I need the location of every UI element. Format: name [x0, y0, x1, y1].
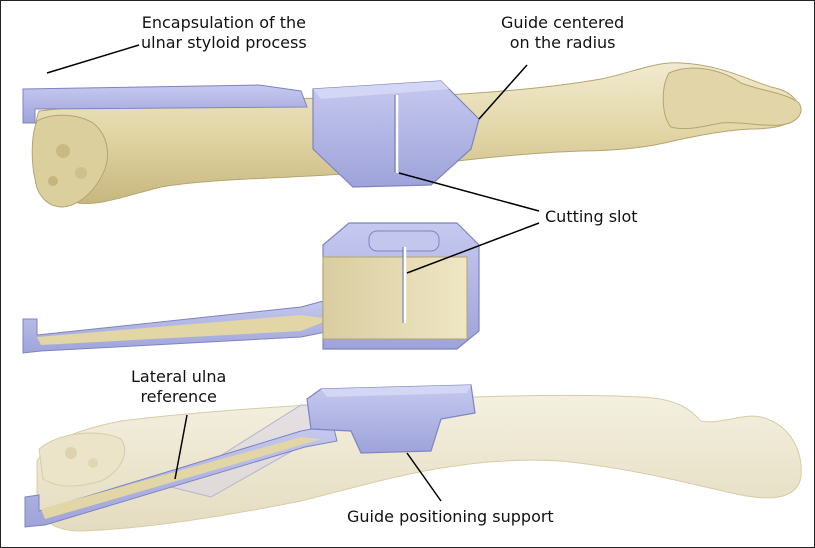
- leader-encapsulation: [47, 45, 139, 73]
- label-guide-centered: Guide centered on the radius: [501, 13, 624, 53]
- top-panel-radius-with-guide: [23, 63, 801, 207]
- label-encapsulation-line1: Encapsulation of the: [141, 13, 307, 33]
- label-lateral-ulna-line1: Lateral ulna: [131, 367, 226, 387]
- proximal-joint: [663, 68, 801, 129]
- label-lateral-ulna-line2: reference: [131, 387, 226, 407]
- label-encapsulation-line2: ulnar styloid process: [141, 33, 307, 53]
- middle-panel-guide-section: [23, 223, 479, 353]
- label-guide-centered-line1: Guide centered: [501, 13, 624, 33]
- label-encapsulation: Encapsulation of the ulnar styloid proce…: [141, 13, 307, 53]
- leader-cutting-slot-top: [399, 173, 539, 211]
- label-guide-centered-line2: on the radius: [501, 33, 624, 53]
- label-guide-positioning: Guide positioning support: [347, 507, 554, 527]
- label-lateral-ulna: Lateral ulna reference: [131, 367, 226, 407]
- label-cutting-slot: Cutting slot: [545, 207, 638, 227]
- bone-section-middle: [323, 257, 467, 339]
